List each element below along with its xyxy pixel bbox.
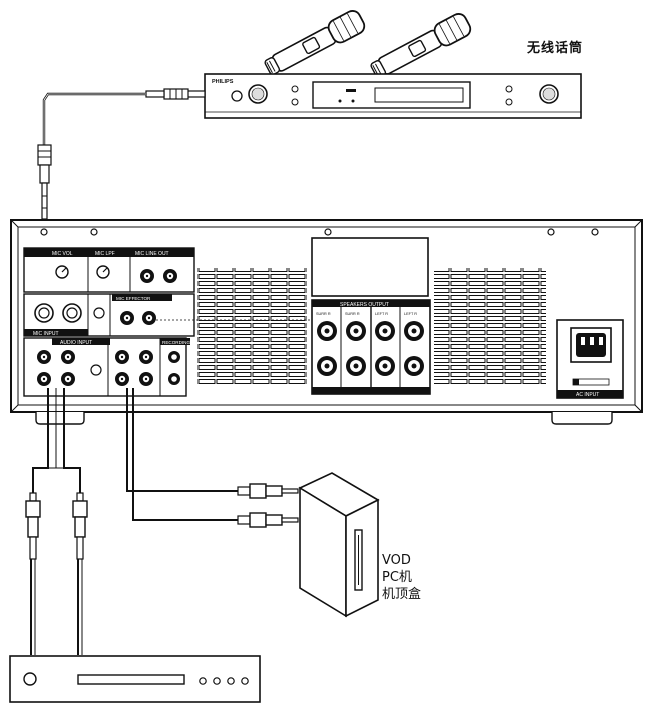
wireless-receiver: PHILIPS [204,73,582,119]
label-plate [311,237,429,297]
label-mic-vol: MIC VOL [52,251,73,257]
vod-box [298,472,380,618]
mic-effector-jacks [120,311,156,325]
label-mic-effector: MIC EFFECTOR [116,296,151,301]
wireless-microphone-2 [370,13,472,79]
vod-cables [126,388,299,528]
label-audio-input: AUDIO INPUT [60,340,92,346]
audio-level-knob [90,364,102,376]
receiver-brand: PHILIPS [212,79,234,85]
mic-lpf-knob [96,265,110,279]
vod-caption-line-3: 机顶盒 [382,587,422,602]
label-mic-lpf: MIC LPF [95,251,115,257]
label-mic-line-out: MIC LINE OUT [135,251,169,257]
vod-caption: VOD PC机 机顶盒 [382,552,421,603]
sp-label-2: SURR R [345,312,360,316]
dvd-power-icon [23,672,37,686]
sp-label-3: LEFT R [375,312,388,316]
vod-caption-line-1: VOD [382,553,411,568]
wireless-mic-caption: 无线话筒 [527,41,584,56]
vent-grill-left [197,268,307,384]
recording-jacks [168,351,180,385]
dvd-audio-cables [25,388,88,655]
amplifier-rear-panel: MIC VOL MIC LPF MIC LINE OUT MIC INPUT M… [10,219,643,425]
receiver-mic-cable [37,88,206,220]
mic-line-out-jacks [140,269,177,283]
mic-selector-knob [93,307,105,319]
ac-input-block: AC INPUT [556,319,624,399]
dvd-disc-tray [77,674,185,685]
receiver-power-icon [231,90,243,102]
wireless-microphone-1 [264,10,366,76]
sp-label-1: SURR R [316,312,331,316]
audio-input-jacks [37,350,153,386]
mic-vol-knob [55,265,69,279]
vent-grill-right [434,268,546,384]
label-mic-input: MIC INPUT [33,331,59,337]
speakers-output-block: SPEAKERS OUTPUT SURR R SURR R LEFT R LEF… [311,299,431,395]
sp-label-4: LEFT R [404,312,417,316]
dvd-player [9,655,261,703]
label-speakers-output: SPEAKERS OUTPUT [340,302,389,308]
speaker-terminals [317,321,424,376]
label-recording: RECORDING [162,340,191,345]
vod-caption-line-2: PC机 [382,570,412,585]
label-ac-input: AC INPUT [576,392,599,398]
mic-input-jacks [34,303,82,323]
